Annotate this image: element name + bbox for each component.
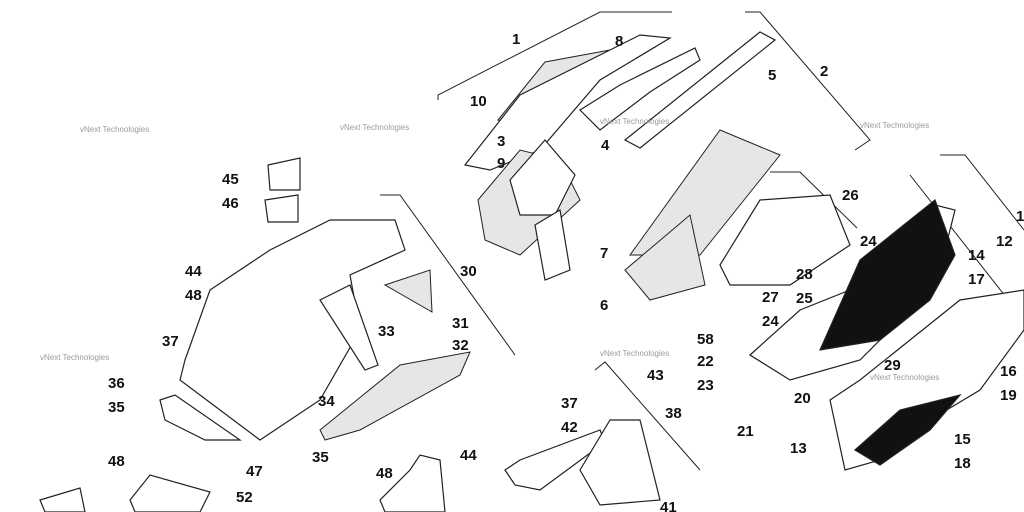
watermark-text: vNext Technologies <box>340 123 409 132</box>
callout-6: 6 <box>600 297 608 314</box>
callout-19: 19 <box>1000 387 1017 404</box>
callout-15: 15 <box>954 431 971 448</box>
callout-48: 48 <box>376 465 393 482</box>
callout-4: 4 <box>601 137 610 154</box>
part-52 <box>129 474 211 512</box>
part-45 <box>267 157 301 191</box>
part-30 <box>179 219 406 441</box>
callout-48: 48 <box>108 453 125 470</box>
callout-44: 44 <box>185 263 202 280</box>
watermark-text: vNext Technologies <box>80 125 149 134</box>
part-1 <box>463 34 672 171</box>
callout-43: 43 <box>647 367 664 384</box>
callout-47: 47 <box>246 463 263 480</box>
watermark-text: vNext Technologies <box>870 373 939 382</box>
part-44-lower <box>379 454 446 512</box>
callout-28: 28 <box>796 266 813 283</box>
callout-30: 30 <box>460 263 477 280</box>
callout-1: 1 <box>512 31 520 48</box>
watermark-text: vNext Technologies <box>860 121 929 130</box>
callout-44: 44 <box>460 447 477 464</box>
watermark-text: vNext Technologies <box>40 353 109 362</box>
callout-31: 31 <box>452 315 469 332</box>
callout-36: 36 <box>108 375 125 392</box>
callout-5: 5 <box>768 67 776 84</box>
part-15-decal <box>853 393 962 466</box>
callout-12: 12 <box>996 233 1013 250</box>
watermarks: vNext Technologies vNext Technologies vNex… <box>40 117 939 382</box>
callout-13: 13 <box>790 440 807 457</box>
part-46 <box>264 194 299 223</box>
callout-52: 52 <box>236 489 253 506</box>
callout-34: 34 <box>318 393 335 410</box>
callout-8: 8 <box>615 33 623 50</box>
part-6 <box>624 214 706 301</box>
callout-37: 37 <box>561 395 578 412</box>
part-31 <box>383 269 433 313</box>
callout-1: 1 <box>1016 208 1024 225</box>
callout-9: 9 <box>497 155 505 172</box>
callout-14: 14 <box>968 247 985 264</box>
part-3 <box>509 139 576 216</box>
callout-27: 27 <box>762 289 779 306</box>
callout-24: 24 <box>762 313 779 330</box>
callout-38: 38 <box>665 405 682 422</box>
part-3-bracket <box>534 209 571 281</box>
callout-2: 2 <box>820 63 828 80</box>
callout-33: 33 <box>378 323 395 340</box>
callout-42: 42 <box>561 419 578 436</box>
callout-24: 24 <box>860 233 877 250</box>
callout-58: 58 <box>697 331 714 348</box>
callout-22: 22 <box>697 353 714 370</box>
callout-21: 21 <box>737 423 754 440</box>
watermark-text: vNext Technologies <box>600 117 669 126</box>
part-18 <box>829 289 1024 471</box>
part-38 <box>579 419 661 506</box>
callout-41: 41 <box>660 499 677 512</box>
callout-37: 37 <box>162 333 179 350</box>
callout-7: 7 <box>600 245 608 262</box>
callout-18: 18 <box>954 455 971 472</box>
callout-3: 3 <box>497 133 505 150</box>
parts <box>39 31 1024 512</box>
part-5 <box>623 31 777 149</box>
part-32 <box>319 351 471 441</box>
callout-45: 45 <box>222 171 239 188</box>
callout-48: 48 <box>185 287 202 304</box>
callout-10: 10 <box>470 93 487 110</box>
callout-29: 29 <box>884 357 901 374</box>
callout-20: 20 <box>794 390 811 407</box>
callout-25: 25 <box>796 290 813 307</box>
callout-26: 26 <box>842 187 859 204</box>
watermark-text: vNext Technologies <box>600 349 669 358</box>
part-33 <box>319 284 379 371</box>
part-26 <box>719 194 851 286</box>
callout-35: 35 <box>108 399 125 416</box>
callout-35: 35 <box>312 449 329 466</box>
callout-32: 32 <box>452 337 469 354</box>
part-36 <box>159 394 242 441</box>
callout-23: 23 <box>697 377 714 394</box>
bracket-lines <box>380 11 1024 471</box>
part-8 <box>579 47 701 131</box>
part-lower-left <box>39 487 86 512</box>
part-graphic-decal <box>818 199 956 351</box>
callout-16: 16 <box>1000 363 1017 380</box>
callout-17: 17 <box>968 271 985 288</box>
callout-46: 46 <box>222 195 239 212</box>
